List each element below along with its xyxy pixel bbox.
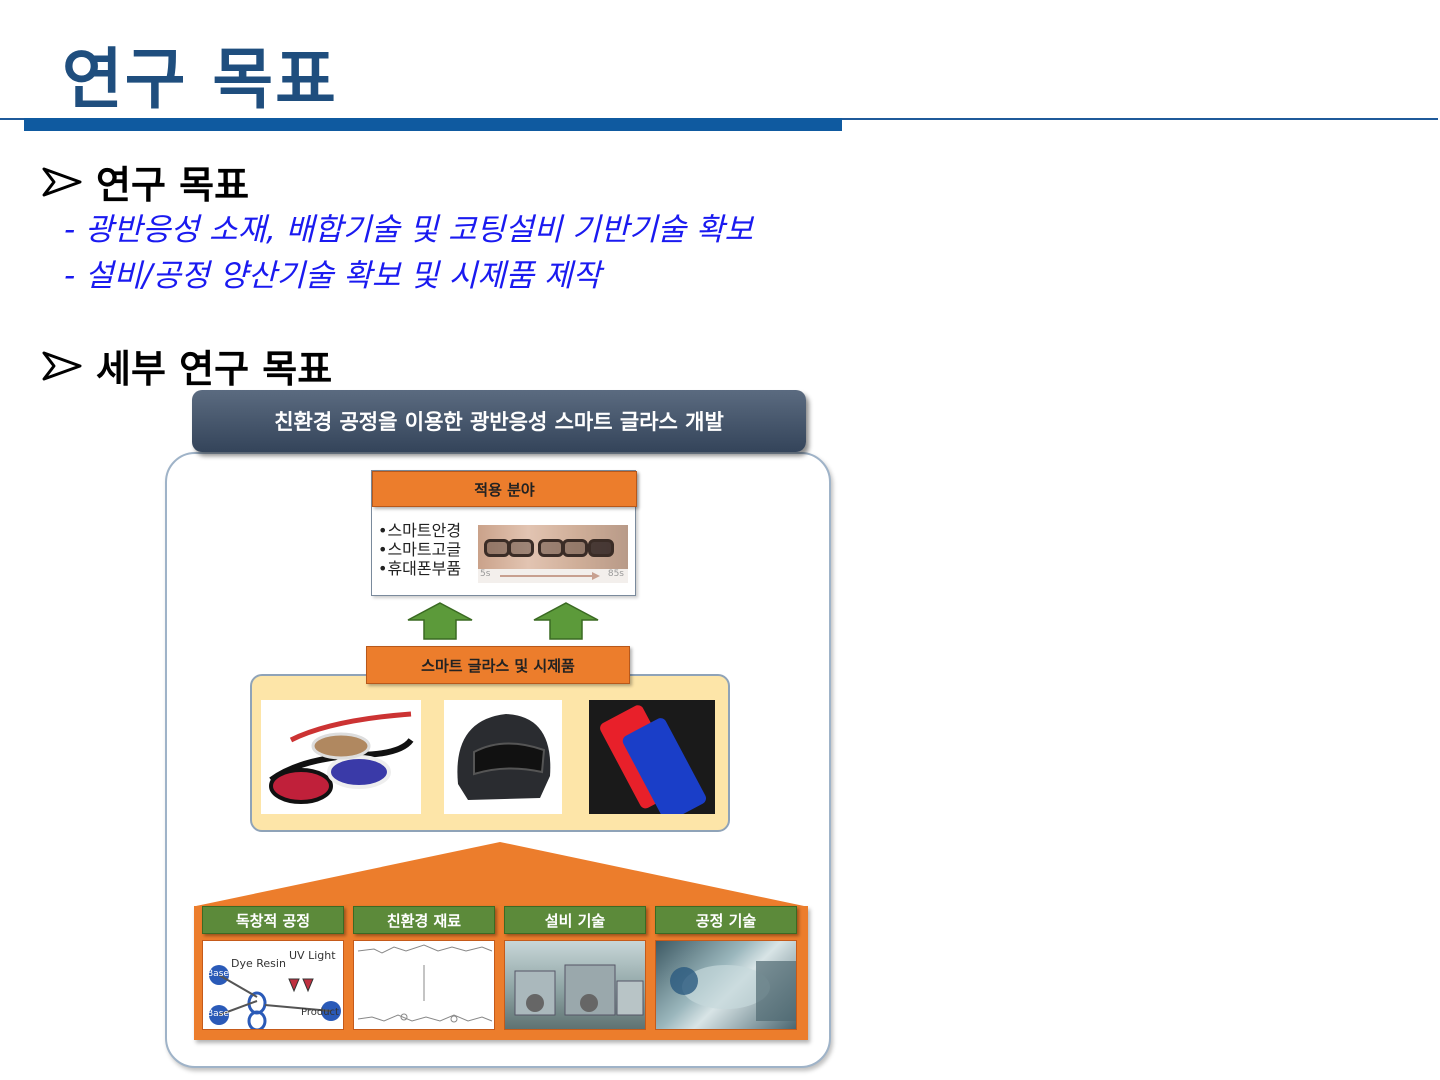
product-panel [250,674,730,832]
section-heading-text: 연구 목표 [96,163,250,207]
eye-icon [562,539,588,557]
tech-label: 친환경 재료 [353,906,495,934]
eye-icon [588,539,614,557]
scale-arrow-icon [500,572,600,580]
title-rule-thick [24,118,842,131]
tech-column: 독창적 공정 Dye Resin UV Light Base Ba [202,906,344,1030]
research-diagram: 친환경 공정을 이용한 광반응성 스마트 글라스 개발 적용 분야 •스마트안경… [160,388,840,1078]
section-heading-goals: 연구 목표 [40,154,249,209]
time-scale: 5s 85s [480,569,626,583]
application-box: 적용 분야 •스마트안경 •스마트고글 •휴대폰부품 5s 85s [371,470,637,596]
tech-column: 공정 기술 [655,906,797,1030]
tech-column: 설비 기술 [504,906,646,1030]
list-item: •스마트고글 [378,540,462,559]
goal-item-1: - 광반응성 소재, 배합기술 및 코팅설비 기반기술 확보 [64,212,753,248]
section-heading-text: 세부 연구 목표 [96,347,333,391]
sports-glasses-image [261,700,421,814]
up-arrow-icon [533,602,599,640]
eye-icon [484,539,510,557]
page-title: 연구 목표 [62,41,338,118]
dye-resin-label: Dye Resin [231,957,286,970]
eye-icon [508,539,534,557]
list-item: •휴대폰부품 [378,559,462,578]
application-label: 적용 분야 [372,471,637,507]
smart-glasses-photo: 5s 85s [478,525,628,583]
base-triangle [196,842,804,906]
section-heading-detailed-goals: 세부 연구 목표 [40,338,332,393]
tech-label: 설비 기술 [504,906,646,934]
eye-icon [538,539,564,557]
products-label: 스마트 글라스 및 시제품 [366,646,630,684]
arrow-bullet-icon [42,167,82,196]
chemical-structure-image [353,940,495,1030]
tech-label: 독창적 공정 [202,906,344,934]
scale-start: 5s [480,569,491,579]
base-bottom-label: Base [207,1009,229,1019]
process-photo [655,940,797,1030]
base-top-label: Base [207,969,229,979]
goal-item-2: - 설비/공정 양산기술 확보 및 시제품 제작 [64,258,602,294]
arrow-bullet-icon [42,351,82,380]
helmet-image [444,700,562,814]
process-diagram-image: Dye Resin UV Light Base Base Product [202,940,344,1030]
equipment-photo [504,940,646,1030]
application-list: •스마트안경 •스마트고글 •휴대폰부품 [378,521,461,578]
up-arrow-icon [407,602,473,640]
tech-column: 친환경 재료 [353,906,495,1030]
product-label: Product [301,1007,339,1018]
tech-label: 공정 기술 [655,906,797,934]
list-item: •스마트안경 [378,521,462,540]
uv-light-label: UV Light [289,949,336,962]
phone-case-image [589,700,715,822]
technology-panel: 독창적 공정 Dye Resin UV Light Base Ba [194,906,808,1040]
scale-end: 85s [607,569,624,579]
diagram-header: 친환경 공정을 이용한 광반응성 스마트 글라스 개발 [192,390,806,452]
